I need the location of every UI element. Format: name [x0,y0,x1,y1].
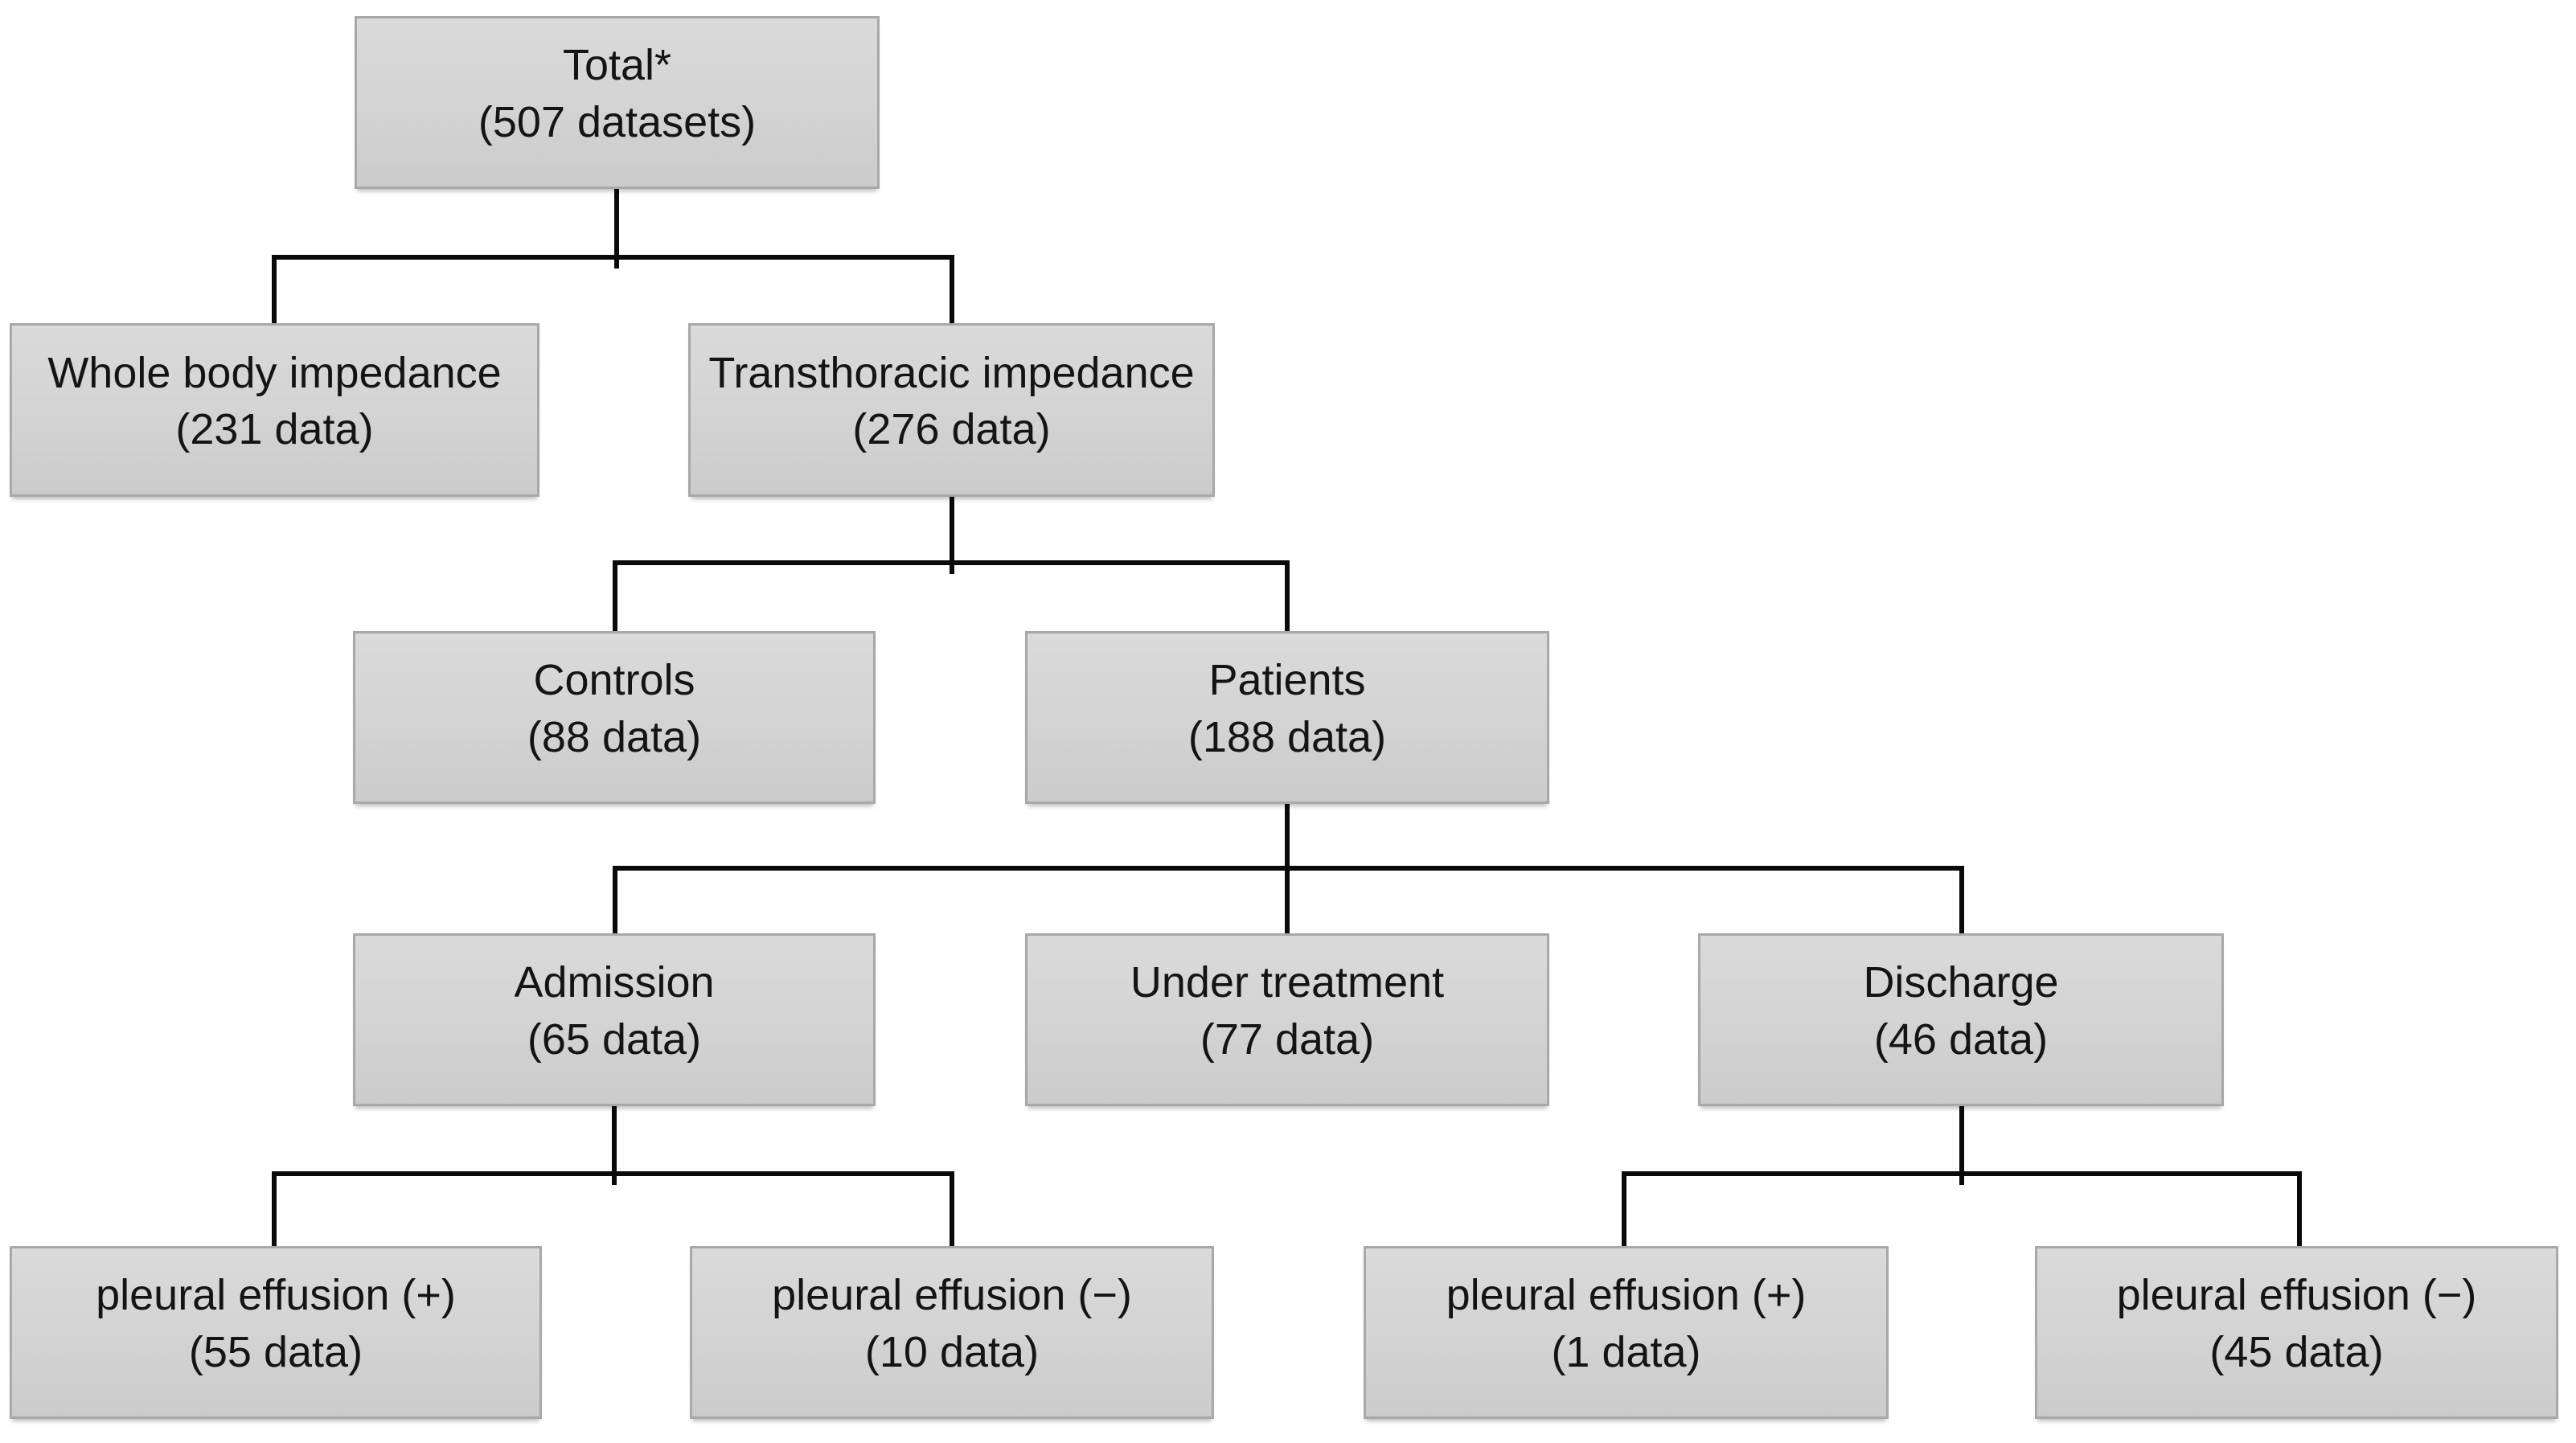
node-under-treatment-count: (77 data) [1200,1015,1375,1064]
node-discharge-pe-neg-label: pleural effusion (−) [2116,1271,2477,1320]
node-admission-pleural-effusion-positive: pleural effusion (+) (55 data) [10,1246,542,1419]
node-whole-body-impedance: Whole body impedance (231 data) [10,323,539,497]
edge-patients-to-stages [613,804,1964,933]
node-whole-body-impedance-count: (231 data) [175,405,374,453]
node-controls-label: Controls [533,656,695,705]
edge-transthoracic-to-groups [613,497,1290,631]
node-discharge-pleural-effusion-positive: pleural effusion (+) (1 data) [1364,1246,1889,1419]
node-total-count: (507 datasets) [478,97,757,146]
edge-total-to-impedance-types [272,189,954,323]
node-controls: Controls (88 data) [353,631,876,804]
edge-discharge-to-effusion [1622,1106,2302,1246]
node-total-label: Total* [562,41,672,90]
node-under-treatment: Under treatment (77 data) [1025,933,1549,1106]
node-admission-label: Admission [514,958,715,1007]
node-admission-pe-neg-count: (10 data) [864,1327,1040,1376]
node-admission: Admission (65 data) [353,933,876,1106]
node-transthoracic-impedance-label: Transthoracic impedance [708,348,1195,397]
node-discharge-label: Discharge [1863,958,2059,1007]
node-discharge-pe-neg-count: (45 data) [2209,1327,2384,1376]
edge-admission-to-effusion [272,1106,954,1246]
node-admission-count: (65 data) [527,1015,702,1064]
node-transthoracic-impedance-count: (276 data) [852,405,1051,453]
node-under-treatment-label: Under treatment [1130,958,1445,1007]
node-discharge-pleural-effusion-negative: pleural effusion (−) (45 data) [2035,1246,2558,1419]
node-discharge-pe-pos-count: (1 data) [1551,1327,1701,1376]
node-admission-pe-pos-count: (55 data) [188,1327,363,1376]
node-admission-pe-pos-label: pleural effusion (+) [96,1271,456,1320]
node-admission-pe-neg-label: pleural effusion (−) [772,1271,1132,1320]
node-admission-pleural-effusion-negative: pleural effusion (−) (10 data) [690,1246,1214,1419]
node-total: Total* (507 datasets) [355,16,880,189]
node-discharge: Discharge (46 data) [1698,933,2224,1106]
node-controls-count: (88 data) [527,712,702,761]
node-patients-label: Patients [1208,656,1366,705]
node-patients: Patients (188 data) [1025,631,1549,804]
node-transthoracic-impedance: Transthoracic impedance (276 data) [688,323,1215,497]
node-patients-count: (188 data) [1188,712,1387,761]
node-whole-body-impedance-label: Whole body impedance [47,348,502,397]
node-discharge-count: (46 data) [1873,1015,2049,1064]
node-discharge-pe-pos-label: pleural effusion (+) [1446,1271,1807,1320]
